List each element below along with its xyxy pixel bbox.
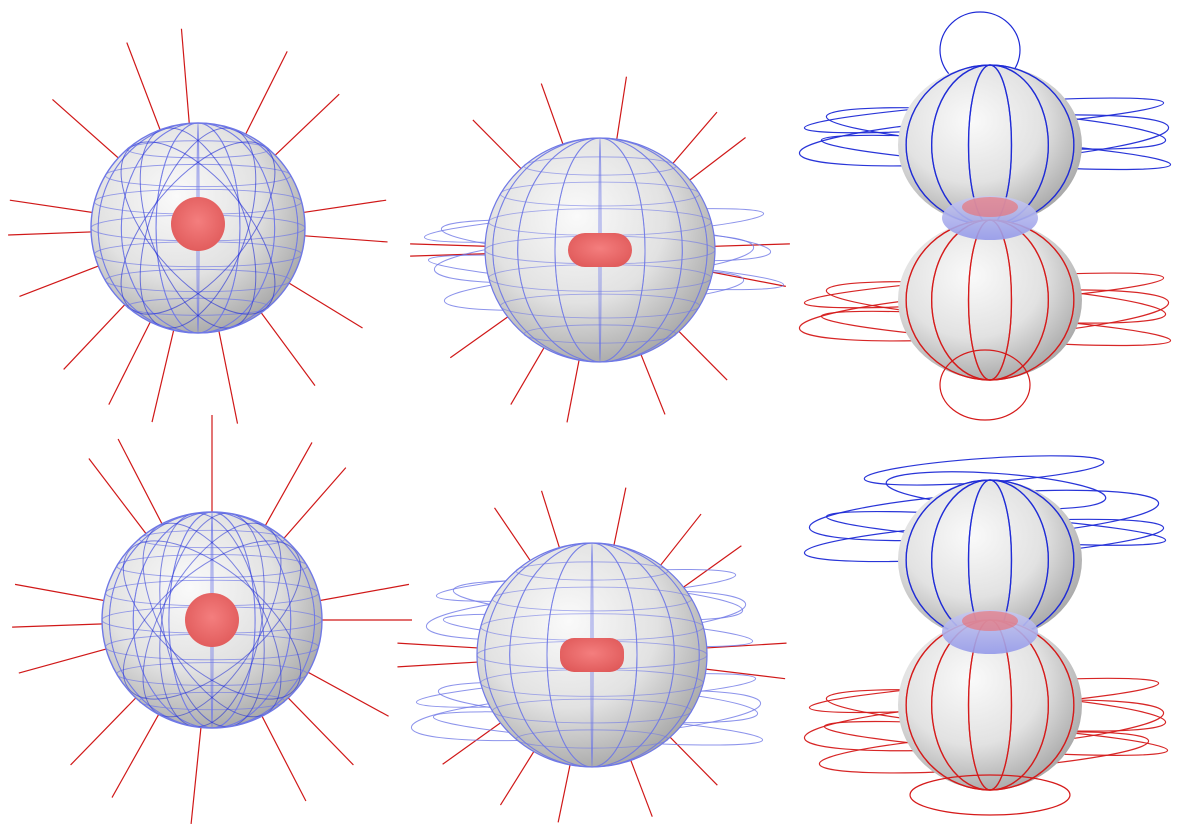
- sphere-outline: [484, 137, 716, 363]
- tilted-field-line: [120, 141, 276, 315]
- panel-r1c2: [410, 76, 790, 423]
- tilted-field-line: [122, 540, 302, 700]
- field-loop: [909, 774, 1071, 816]
- sphere-outline: [90, 122, 306, 334]
- panel-r1c1: [8, 28, 388, 424]
- charge-core: [962, 611, 1018, 631]
- sphere-outline: [101, 511, 323, 729]
- tilted-field-line: [122, 540, 302, 700]
- panel-r2c1: [12, 415, 412, 824]
- tilted-field-line: [120, 141, 276, 315]
- sphere-outline: [476, 542, 708, 768]
- charge-core: [962, 197, 1018, 217]
- charge-core: [560, 638, 624, 672]
- sphere-surface: [898, 65, 1082, 225]
- charge-core: [568, 233, 632, 267]
- sphere-surface: [898, 480, 1082, 640]
- field-loop: [939, 349, 1031, 421]
- sphere-surface: [898, 620, 1082, 790]
- charge-core: [171, 197, 225, 251]
- panel-r1c3: [798, 11, 1172, 421]
- sphere-surface: [898, 220, 1082, 380]
- panel-r2c2: [397, 487, 787, 823]
- panel-r2c3: [803, 455, 1169, 816]
- charge-core: [185, 593, 239, 647]
